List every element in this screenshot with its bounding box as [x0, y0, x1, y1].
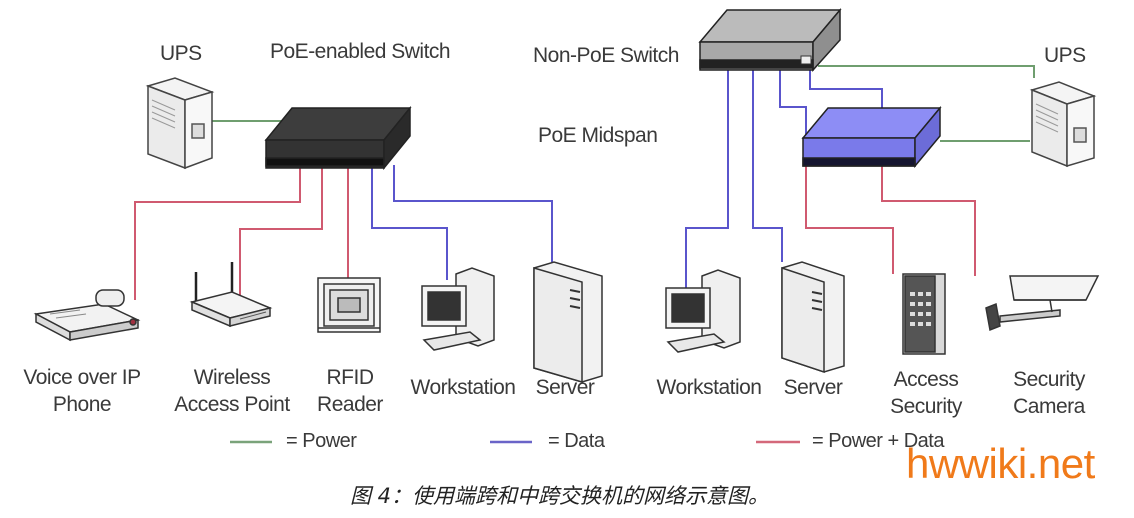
power-data-line-wap — [239, 165, 323, 300]
legend-power-data-label: = Power + Data — [812, 430, 944, 452]
figure-caption: 图 4：使用端跨和中跨交换机的网络示意图。 — [350, 484, 770, 508]
access-keypad-icon — [902, 273, 946, 355]
power-data-line-voip — [134, 165, 301, 300]
legend-data-label: = Data — [548, 430, 605, 452]
data-line-server-left — [393, 165, 553, 262]
power-data-line-camera — [881, 165, 976, 276]
device-label-line1: Wireless — [193, 366, 271, 389]
device-label-line1: Voice over IP — [23, 366, 141, 389]
ups-right-icon — [1029, 81, 1097, 168]
device-label-voip-phone: Voice over IP Phone — [20, 364, 144, 418]
device-label-rfid-reader: RFID Reader — [310, 364, 390, 418]
data-line-workstation-right — [685, 68, 729, 290]
legend-power-label: = Power — [286, 430, 357, 452]
device-label-server-left: Server — [530, 374, 600, 401]
ups-left-label: UPS — [160, 42, 202, 65]
device-label-line1: Workstation — [410, 376, 517, 399]
ups-left-icon — [145, 77, 215, 170]
device-label-line1: Access — [893, 368, 959, 391]
device-label-line2: Phone — [52, 393, 112, 416]
voip-phone-icon — [33, 289, 141, 342]
server-right-icon — [781, 261, 845, 374]
ups-right-label: UPS — [1044, 44, 1086, 67]
poe-switch-icon — [264, 105, 412, 171]
data-line-to-midspan-1 — [779, 68, 807, 140]
device-label-wireless-ap: Wireless Access Point — [168, 364, 296, 418]
workstation-left-icon — [421, 267, 495, 351]
data-line-server-right — [752, 68, 783, 262]
server-left-icon — [533, 261, 603, 383]
power-line-ups-right-switch — [818, 65, 1035, 78]
device-label-line2: Reader — [317, 393, 383, 416]
device-label-workstation-left: Workstation — [406, 374, 520, 401]
device-label-workstation-right: Workstation — [652, 374, 766, 401]
rfid-reader-icon — [317, 277, 381, 333]
workstation-right-icon — [665, 269, 741, 353]
wireless-ap-icon — [189, 262, 273, 328]
device-label-line1: Server — [535, 376, 595, 399]
device-label-line1: Server — [783, 376, 843, 399]
watermark: hwwiki.net — [906, 440, 1095, 487]
poe-switch-label: PoE-enabled Switch — [270, 40, 451, 63]
device-label-line1: Workstation — [656, 376, 763, 399]
power-data-line-access — [805, 165, 894, 274]
device-label-line2: Access Point — [174, 393, 290, 416]
device-label-line2: Security — [890, 395, 962, 418]
non-poe-switch-label: Non-PoE Switch — [533, 44, 679, 67]
poe-midspan-label: PoE Midspan — [538, 124, 658, 147]
device-label-line1: Security — [1013, 368, 1085, 391]
device-label-access-security: Access Security — [884, 366, 968, 420]
poe-midspan-icon — [801, 105, 942, 169]
device-label-security-camera: Security Camera — [1006, 366, 1092, 420]
device-label-line2: Camera — [1013, 395, 1085, 418]
non-poe-switch-icon — [698, 7, 842, 72]
device-label-server-right: Server — [778, 374, 848, 401]
device-label-line1: RFID — [326, 366, 375, 389]
security-camera-icon — [985, 275, 1100, 332]
data-line-workstation-left — [371, 165, 448, 280]
